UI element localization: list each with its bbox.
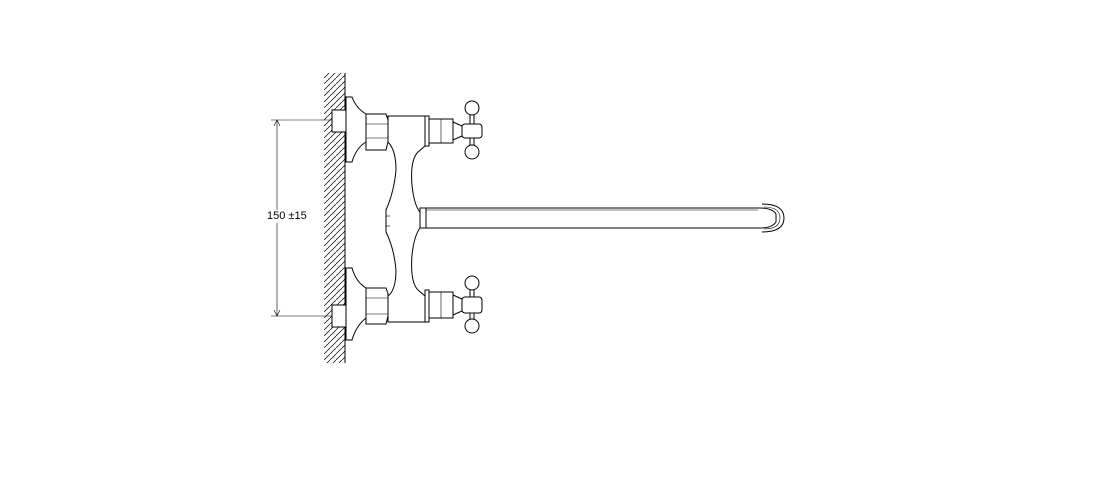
lower-handle-bottom-knob — [464, 318, 480, 334]
lower-valve — [424, 275, 483, 334]
lower-handle-top-knob — [464, 275, 480, 291]
upper-handle-top-knob — [464, 100, 480, 116]
upper-handle-bottom-knob — [464, 144, 480, 160]
spout — [419, 203, 785, 233]
lower-wall-connector — [331, 267, 389, 341]
upper-valve — [424, 100, 483, 160]
upper-wall-connector — [331, 96, 389, 163]
dimension-label: 150 ±15 — [266, 210, 308, 223]
mixer-body — [385, 115, 426, 323]
